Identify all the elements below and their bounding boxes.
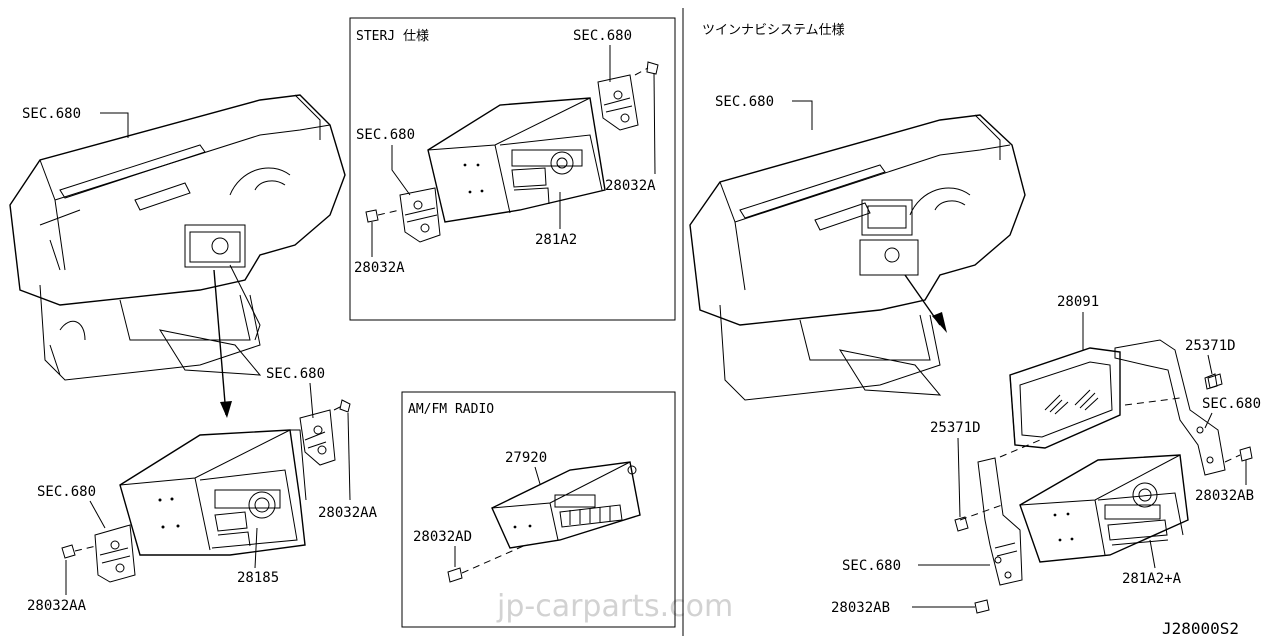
left-bracket-left <box>61 524 136 583</box>
left-bracket-right <box>299 399 351 466</box>
leader-line <box>89 500 106 529</box>
label-sec680: SEC.680 <box>842 558 901 574</box>
amfm-radio-header: AM/FM RADIO <box>408 402 494 417</box>
leader-line <box>100 112 129 138</box>
screw-icon <box>1204 373 1218 390</box>
dashed-guide <box>959 504 1003 521</box>
label-sec680: SEC.680 <box>266 366 325 382</box>
leader-line <box>254 527 258 569</box>
label-28091: 28091 <box>1057 294 1099 310</box>
amfm-radio-box <box>401 391 676 628</box>
leader-line <box>391 145 411 196</box>
leader-line <box>1149 539 1156 569</box>
label-28032a: 28032A <box>354 260 405 276</box>
leader-line <box>347 412 351 501</box>
label-sec680: SEC.680 <box>356 127 415 143</box>
label-28032aa: 28032AA <box>27 598 87 614</box>
left-radio-unit-illustration <box>119 429 307 556</box>
leader-line <box>534 466 541 485</box>
dashed-guide <box>1124 397 1181 406</box>
label-28032ad: 28032AD <box>413 529 472 545</box>
sterj-bracket-left <box>365 187 441 243</box>
label-27920: 27920 <box>505 450 547 466</box>
label-28185: 28185 <box>237 570 279 586</box>
label-28032ab: 28032AB <box>831 600 890 616</box>
leader-line <box>792 100 813 130</box>
label-281a2a: 281A2+A <box>1122 571 1182 587</box>
label-sec680: SEC.680 <box>37 484 96 500</box>
pointer-arrow <box>213 269 227 416</box>
right-bracket-left <box>977 457 1023 586</box>
leader-line <box>309 382 314 419</box>
arrow-head <box>220 401 232 418</box>
label-sec680: SEC.680 <box>1202 396 1261 412</box>
label-28032a: 28032A <box>605 178 656 194</box>
screw-icon <box>974 599 990 614</box>
leader-line <box>653 72 656 175</box>
label-sec680: SEC.680 <box>715 94 774 110</box>
label-25371d: 25371D <box>1185 338 1236 354</box>
label-281a2: 281A2 <box>535 232 577 248</box>
screw-icon <box>1239 446 1253 462</box>
leader-line <box>1204 412 1213 429</box>
watermark: jp-carparts.com <box>496 589 733 624</box>
label-28032ab: 28032AB <box>1195 488 1254 504</box>
dashed-guide <box>999 439 1041 458</box>
arrow-head <box>932 312 947 333</box>
screw-icon <box>447 567 463 583</box>
screw-icon <box>954 516 969 532</box>
label-28032aa: 28032AA <box>318 505 378 521</box>
leader-line <box>1207 354 1213 375</box>
navi-display-illustration <box>1009 347 1121 449</box>
twin-navi-header: ツインナビシステム仕様 <box>702 23 845 38</box>
sterj-bracket-right <box>597 61 659 131</box>
label-sec680: SEC.680 <box>573 28 632 44</box>
sterj-spec-header: STERJ 仕様 <box>356 29 429 44</box>
right-bracket-vertical <box>1114 339 1226 476</box>
amfm-radio-unit-illustration <box>491 461 641 549</box>
dashed-guide <box>1224 454 1241 463</box>
label-sec680: SEC.680 <box>22 106 81 122</box>
label-25371d: 25371D <box>930 420 981 436</box>
left-dashboard-illustration <box>9 94 346 381</box>
sterj-spec-box <box>349 17 676 321</box>
leader-line <box>957 437 961 518</box>
sterj-radio-unit-illustration <box>427 97 606 223</box>
navi-radio-unit-illustration <box>1019 454 1189 563</box>
dashed-guide <box>461 543 529 574</box>
diagram-code: J28000S2 <box>1162 619 1239 638</box>
right-dashboard-illustration <box>689 114 1026 401</box>
